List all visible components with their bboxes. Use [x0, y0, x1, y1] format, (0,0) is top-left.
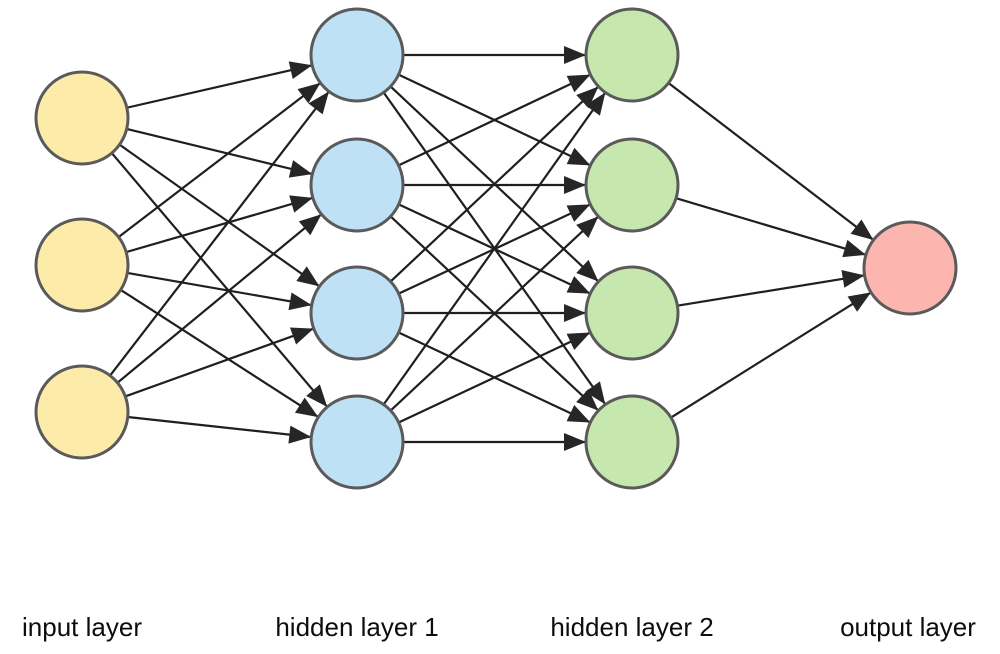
- layer-label-output: output layer: [840, 612, 976, 642]
- connection-line: [667, 82, 875, 241]
- layer-label-input: input layer: [22, 612, 142, 642]
- connection-line: [382, 91, 607, 406]
- neuron-node-hidden1-3[interactable]: [309, 265, 405, 361]
- connection-line: [389, 215, 600, 412]
- connection-line: [670, 291, 872, 419]
- connection-arrowhead: [288, 425, 312, 444]
- neuron-node-hidden2-4[interactable]: [584, 394, 680, 490]
- connection-arrowhead: [288, 160, 313, 178]
- nodes-group: [34, 7, 958, 490]
- arrowheads-group: [288, 46, 874, 451]
- connection-line: [675, 197, 867, 256]
- connection-line: [398, 73, 591, 167]
- connection-line: [126, 127, 313, 176]
- connection-arrowhead: [842, 239, 866, 258]
- connection-arrowhead: [289, 327, 314, 345]
- connection-arrowhead: [296, 266, 320, 287]
- connection-arrowhead: [289, 195, 313, 213]
- connection-arrowhead: [564, 176, 586, 194]
- neuron-node-hidden2-2[interactable]: [584, 137, 680, 233]
- neuron-node-hidden1-4[interactable]: [309, 394, 405, 490]
- connection-line: [117, 82, 322, 238]
- connection-arrowhead: [566, 147, 591, 166]
- connection-arrowhead: [576, 216, 599, 239]
- connection-arrowhead: [288, 61, 313, 79]
- connection-line: [127, 415, 312, 439]
- connection-line: [124, 327, 315, 398]
- connection-arrowhead: [564, 46, 586, 64]
- connection-arrowhead: [298, 214, 322, 236]
- connection-arrowhead: [308, 91, 329, 115]
- connection-arrowhead: [566, 404, 591, 423]
- neuron-node-input-1[interactable]: [34, 70, 130, 166]
- connection-arrowhead: [306, 384, 328, 407]
- layer-label-hidden-2: hidden layer 2: [550, 612, 713, 642]
- connection-arrowhead: [566, 74, 591, 93]
- connection-line: [125, 196, 314, 254]
- connection-line: [118, 143, 321, 288]
- connection-arrowhead: [564, 304, 586, 322]
- neuron-node-hidden2-1[interactable]: [584, 7, 680, 103]
- connection-line: [677, 274, 865, 307]
- neuron-node-hidden2-3[interactable]: [584, 265, 680, 361]
- neuron-node-output-1[interactable]: [862, 220, 958, 316]
- connection-arrowhead: [297, 82, 321, 104]
- connection-arrowhead: [566, 204, 591, 222]
- layer-label-hidden-1: hidden layer 1: [275, 612, 438, 642]
- connection-line: [127, 271, 312, 307]
- connection-arrowhead: [576, 259, 599, 282]
- connection-line: [389, 85, 600, 283]
- connection-arrowhead: [564, 433, 586, 451]
- connection-arrowhead: [576, 388, 599, 411]
- connection-line: [398, 331, 591, 424]
- connection-arrowhead: [294, 397, 319, 418]
- connection-line: [110, 152, 329, 408]
- connection-arrowhead: [850, 219, 874, 241]
- connection-arrowhead: [841, 269, 865, 288]
- neuron-node-input-3[interactable]: [34, 364, 130, 460]
- neuron-node-hidden1-1[interactable]: [309, 7, 405, 103]
- connection-arrowhead: [585, 92, 606, 116]
- neuron-node-input-2[interactable]: [34, 217, 130, 313]
- connection-arrowhead: [847, 292, 872, 312]
- connection-arrowhead: [566, 332, 591, 351]
- connection-line: [120, 288, 319, 419]
- edges-group: [109, 53, 875, 444]
- connection-arrowhead: [585, 381, 606, 405]
- neuron-node-hidden1-2[interactable]: [309, 137, 405, 233]
- connection-arrowhead: [288, 292, 312, 311]
- connection-line: [116, 213, 323, 384]
- connection-line: [109, 90, 330, 377]
- connection-arrowhead: [576, 86, 599, 109]
- layer-labels-group: input layer hidden layer 1 hidden layer 2 o…: [22, 612, 976, 642]
- connection-arrowhead: [566, 276, 591, 294]
- connection-line: [126, 64, 313, 109]
